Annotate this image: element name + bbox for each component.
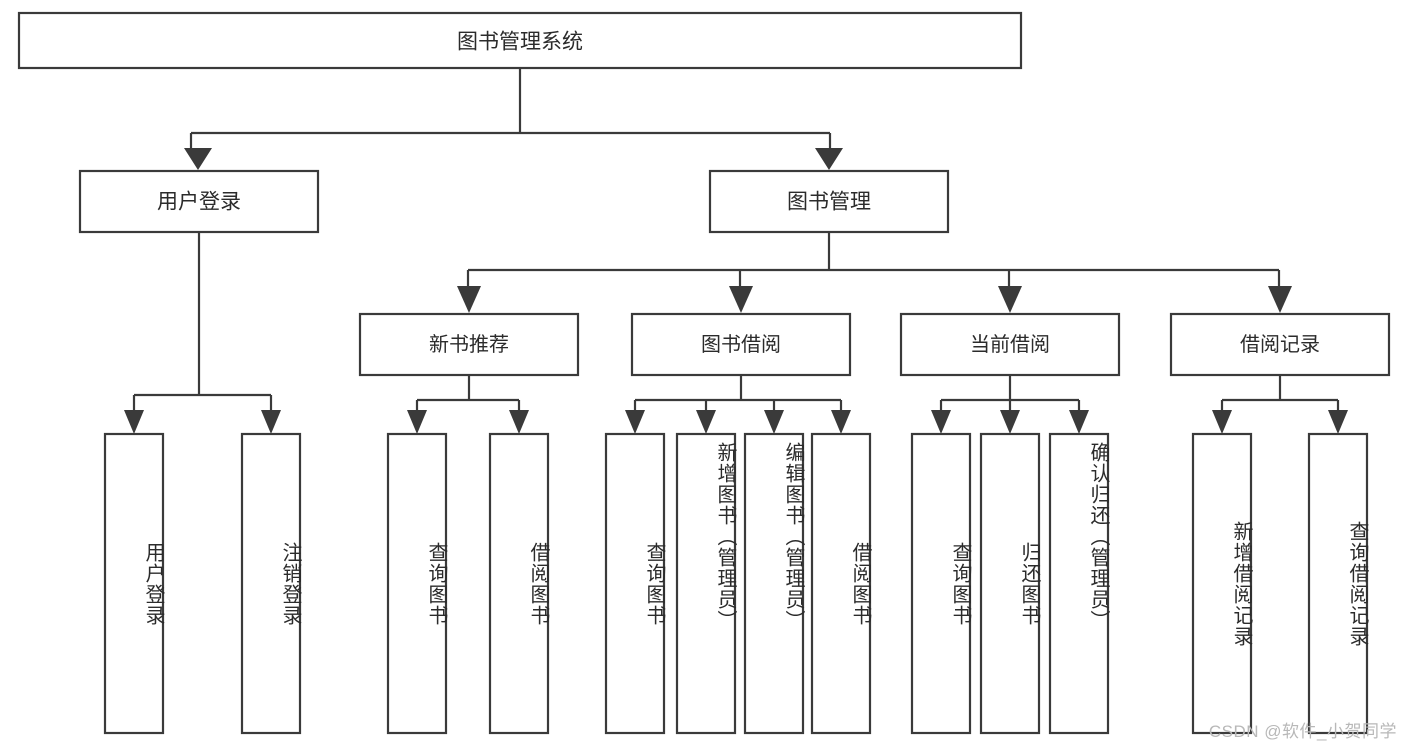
arrowhead-layer (124, 148, 1348, 434)
arrow-to-new-book-recommend (457, 286, 481, 313)
arrow-to-leaf-add-book (696, 410, 716, 434)
connector-root-to-level1-bus (189, 68, 832, 150)
leaf-box-borrow-book-2[interactable] (810, 432, 872, 735)
arrow-to-leaf-return-book (1000, 410, 1020, 434)
leaf-box-edit-book[interactable] (743, 432, 805, 735)
connector-borrow-record-bus (1220, 375, 1340, 412)
arrow-to-leaf-confirm-return (1069, 410, 1089, 434)
arrow-to-borrow-record (1268, 286, 1292, 313)
arrow-to-leaf-edit-book (764, 410, 784, 434)
node-new-book-recommend-box[interactable] (358, 312, 580, 377)
connector-current-borrow-bus (939, 375, 1081, 412)
arrow-to-leaf-query-book-3 (931, 410, 951, 434)
connector-book-management-bus (466, 232, 1281, 288)
arrow-to-leaf-query-book-1 (407, 410, 427, 434)
leaf-box-query-book-2[interactable] (604, 432, 666, 735)
leaf-box-add-book[interactable] (675, 432, 737, 735)
node-root-box[interactable] (17, 11, 1023, 70)
arrow-to-leaf-query-book-2 (625, 410, 645, 434)
node-book-borrow-label: 图书借阅 (701, 333, 781, 356)
node-new-book-recommend-label: 新书推荐 (429, 333, 509, 356)
leaf-box-user-logout[interactable] (240, 432, 302, 735)
leaf-box-confirm-return[interactable] (1048, 432, 1110, 735)
connector-user-login-bus (132, 232, 273, 412)
leaf-box-add-record[interactable] (1191, 432, 1253, 735)
leaf-box-query-book-1[interactable] (386, 432, 448, 735)
leaf-box-user-login[interactable] (103, 432, 165, 735)
leaf-box-query-record[interactable] (1307, 432, 1369, 735)
node-current-borrow-label: 当前借阅 (970, 333, 1050, 356)
node-current-borrow-box[interactable] (899, 312, 1121, 377)
leaf-box-borrow-book-1[interactable] (488, 432, 550, 735)
arrow-to-leaf-query-record (1328, 410, 1348, 434)
arrow-to-leaf-borrow-book-2 (831, 410, 851, 434)
connector-book-borrow-bus (633, 375, 843, 412)
node-user-login-label: 用户登录 (157, 191, 241, 214)
node-user-login-box[interactable] (78, 169, 320, 234)
node-borrow-record-box[interactable] (1169, 312, 1391, 377)
watermark-text: CSDN @软件_小贺同学 (1208, 722, 1397, 741)
leaf-box-return-book[interactable] (979, 432, 1041, 735)
arrow-to-leaf-user-login (124, 410, 144, 434)
arrow-to-book-management (815, 148, 843, 170)
leaf-box-layer (103, 432, 1369, 735)
node-book-management-label: 图书管理 (787, 191, 871, 214)
arrow-to-leaf-user-logout (261, 410, 281, 434)
arrow-to-leaf-add-record (1212, 410, 1232, 434)
node-book-management-box[interactable] (708, 169, 950, 234)
node-layer: 图书管理系统 用户登录 图书管理 新书推荐 图书借阅 当前借阅 借阅记录 (17, 11, 1391, 377)
arrow-to-leaf-borrow-book-1 (509, 410, 529, 434)
connector-new-book-recommend-bus (415, 375, 521, 412)
arrow-to-book-borrow (729, 286, 753, 313)
node-book-borrow-box[interactable] (630, 312, 852, 377)
node-root-label: 图书管理系统 (457, 31, 583, 54)
leaf-box-query-book-3[interactable] (910, 432, 972, 735)
arrow-to-user-login (184, 148, 212, 170)
node-borrow-record-label: 借阅记录 (1240, 333, 1320, 356)
arrow-to-current-borrow (998, 286, 1022, 313)
connector-layer (132, 68, 1340, 412)
